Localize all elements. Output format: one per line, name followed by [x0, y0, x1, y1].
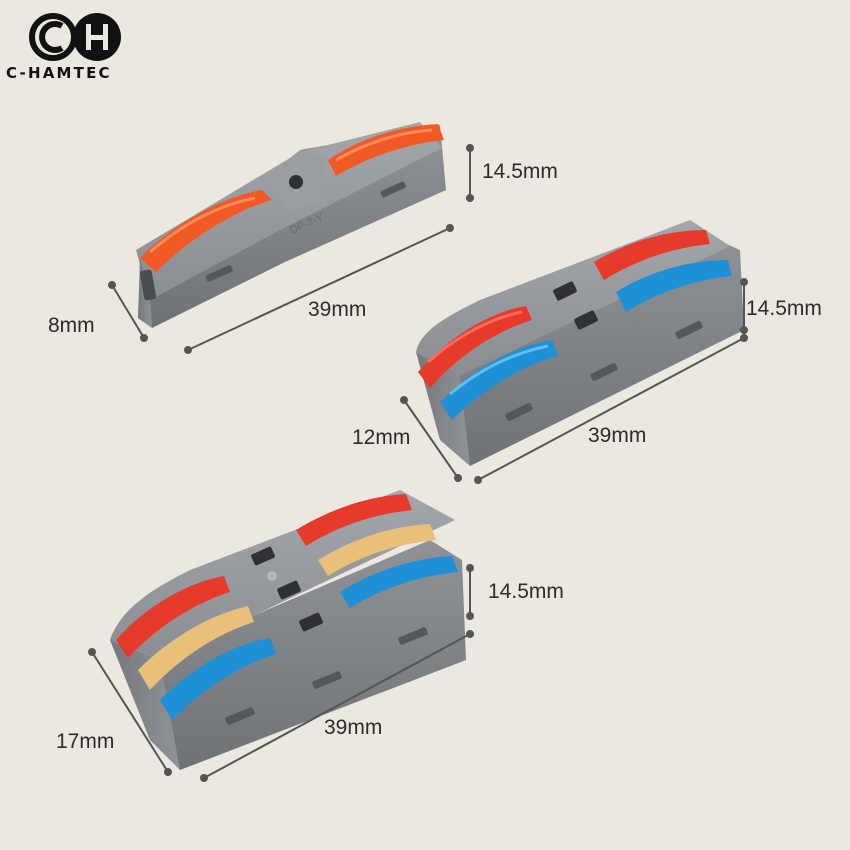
lever-red-rear: [594, 230, 710, 280]
connector-3way: [110, 490, 466, 770]
dim-width-1way: 8mm: [48, 314, 95, 337]
dim-length-3way: 39mm: [324, 716, 383, 739]
lever-red-3way: [116, 576, 230, 658]
dim-width-2way: 12mm: [352, 426, 411, 449]
lever-red: [418, 306, 532, 388]
connector-2way: [416, 220, 744, 466]
lever-blue-3way-rear: [340, 556, 458, 608]
lever-blue-rear: [616, 260, 732, 312]
dimension-lines: [88, 144, 748, 782]
lever-orange-rear: [328, 124, 444, 176]
brand-logo: C-HAMTEC: [6, 12, 156, 84]
lever-red-3way-rear: [296, 494, 412, 546]
dim-length-1way: 39mm: [308, 298, 367, 321]
dim-length-2way: 39mm: [588, 424, 647, 447]
dim-height-3way: 14.5mm: [488, 580, 564, 603]
lever-beige-3way: [138, 606, 254, 690]
dim-height-2way: 14.5mm: [746, 297, 822, 320]
lever-blue-3way: [160, 638, 276, 720]
connector-1way: DF-2-Y: [136, 122, 446, 328]
lever-beige-3way-rear: [318, 524, 436, 576]
dim-width-3way: 17mm: [56, 730, 115, 753]
brand-name: C-HAMTEC: [6, 64, 112, 82]
lever-orange: [140, 190, 272, 272]
dim-height-1way: 14.5mm: [482, 160, 558, 183]
ch-monogram-icon: [29, 13, 121, 61]
lever-blue: [440, 340, 558, 420]
